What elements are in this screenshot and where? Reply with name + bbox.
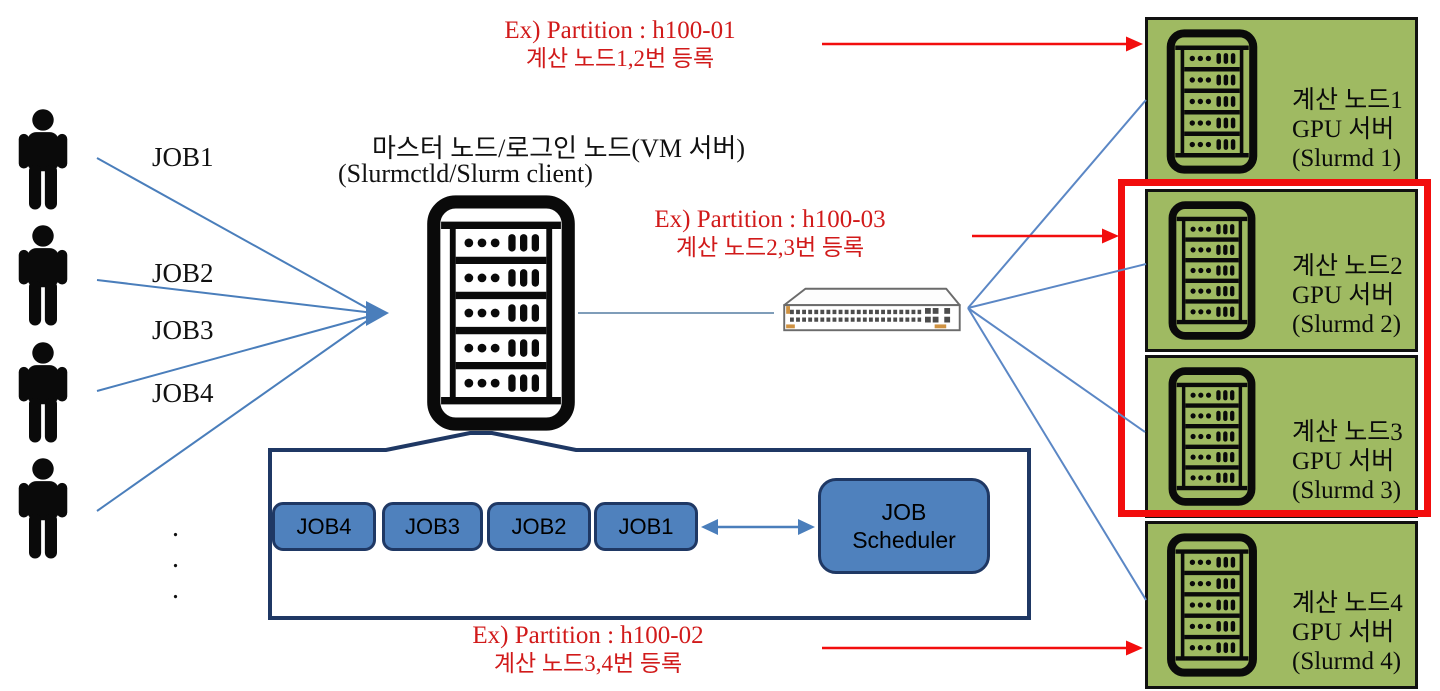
node-2-type: GPU 서버	[1292, 282, 1395, 309]
node-4-label: 계산 노드4 GPU 서버 (Slurmd 4)	[1292, 589, 1403, 676]
node-1-label: 계산 노드1 GPU 서버 (Slurmd 1)	[1292, 86, 1403, 173]
node-4-type: GPU 서버	[1292, 619, 1395, 646]
master-node-subtitle: (Slurmctld/Slurm client)	[338, 159, 593, 188]
user-3	[15, 339, 71, 449]
queue-item-job1: JOB1	[594, 502, 698, 551]
node-3-daemon: (Slurmd 3)	[1292, 477, 1402, 504]
person-icon	[15, 106, 71, 216]
person-icon	[15, 455, 71, 565]
partition-mid-line1: Ex) Partition : h100-03	[654, 206, 886, 233]
job3-label: JOB3	[152, 315, 214, 345]
job1-label: JOB1	[152, 142, 214, 172]
partition-bottom-line1: Ex) Partition : h100-02	[472, 622, 704, 649]
partition-annotation-h100-01: Ex) Partition : h100-01 계산 노드1,2번 등록	[450, 17, 790, 72]
partition-bottom-arrow	[822, 640, 1143, 656]
queue-item-job2: JOB2	[487, 502, 591, 551]
user-job-lines	[96, 157, 375, 512]
user-2	[15, 222, 71, 332]
node-2-name: 계산 노드2	[1292, 253, 1403, 280]
job4-label: JOB4	[152, 378, 214, 408]
more-users-ellipsis: . . .	[172, 512, 179, 605]
user-1	[15, 106, 71, 216]
partition-mid-arrow	[972, 228, 1119, 244]
node-4-name: 계산 노드4	[1292, 590, 1403, 617]
compute-node-3: 계산 노드3 GPU 서버 (Slurmd 3)	[1145, 355, 1418, 518]
node-2-daemon: (Slurmd 2)	[1292, 311, 1402, 338]
node-2-label: 계산 노드2 GPU 서버 (Slurmd 2)	[1292, 252, 1403, 339]
person-icon	[15, 339, 71, 449]
node-3-label: 계산 노드3 GPU 서버 (Slurmd 3)	[1292, 418, 1403, 505]
partition-top-line2: 계산 노드1,2번 등록	[525, 46, 715, 71]
compute-node-1: 계산 노드1 GPU 서버 (Slurmd 1)	[1145, 17, 1418, 186]
converge-arrowhead-icon	[366, 301, 389, 326]
network-switch-icon	[774, 282, 968, 336]
node-1-daemon: (Slurmd 1)	[1292, 145, 1402, 172]
partition-top-line1: Ex) Partition : h100-01	[504, 17, 736, 44]
server-rack-icon	[1162, 532, 1262, 678]
user-4	[15, 455, 71, 565]
compute-node-4: 계산 노드4 GPU 서버 (Slurmd 4)	[1145, 521, 1418, 689]
master-node-title: 마스터 노드/로그인 노드(VM 서버)	[372, 134, 745, 163]
person-icon	[15, 222, 71, 332]
partition-annotation-h100-03: Ex) Partition : h100-03 계산 노드2,3번 등록	[600, 206, 940, 261]
node-1-name: 계산 노드1	[1292, 87, 1403, 114]
queue-scheduler-arrow	[701, 519, 815, 535]
queue-item-job3: JOB3	[382, 502, 483, 551]
job2-label: JOB2	[152, 258, 214, 288]
node-3-type: GPU 서버	[1292, 448, 1395, 475]
partition-mid-line2: 계산 노드2,3번 등록	[675, 235, 865, 260]
queue-item-job4: JOB4	[272, 502, 376, 551]
partition-top-arrow	[822, 36, 1143, 52]
master-server-rack-icon	[425, 192, 577, 434]
node-1-type: GPU 서버	[1292, 116, 1395, 143]
compute-node-2: 계산 노드2 GPU 서버 (Slurmd 2)	[1145, 189, 1418, 352]
partition-bottom-line2: 계산 노드3,4번 등록	[493, 651, 683, 676]
job-scheduler-box: JOB Scheduler	[818, 478, 990, 574]
node-3-name: 계산 노드3	[1292, 419, 1403, 446]
partition-highlight-rect	[1118, 179, 1431, 517]
partition-annotation-h100-02: Ex) Partition : h100-02 계산 노드3,4번 등록	[418, 622, 758, 677]
server-rack-icon	[1162, 28, 1262, 175]
node-4-daemon: (Slurmd 4)	[1292, 648, 1402, 675]
